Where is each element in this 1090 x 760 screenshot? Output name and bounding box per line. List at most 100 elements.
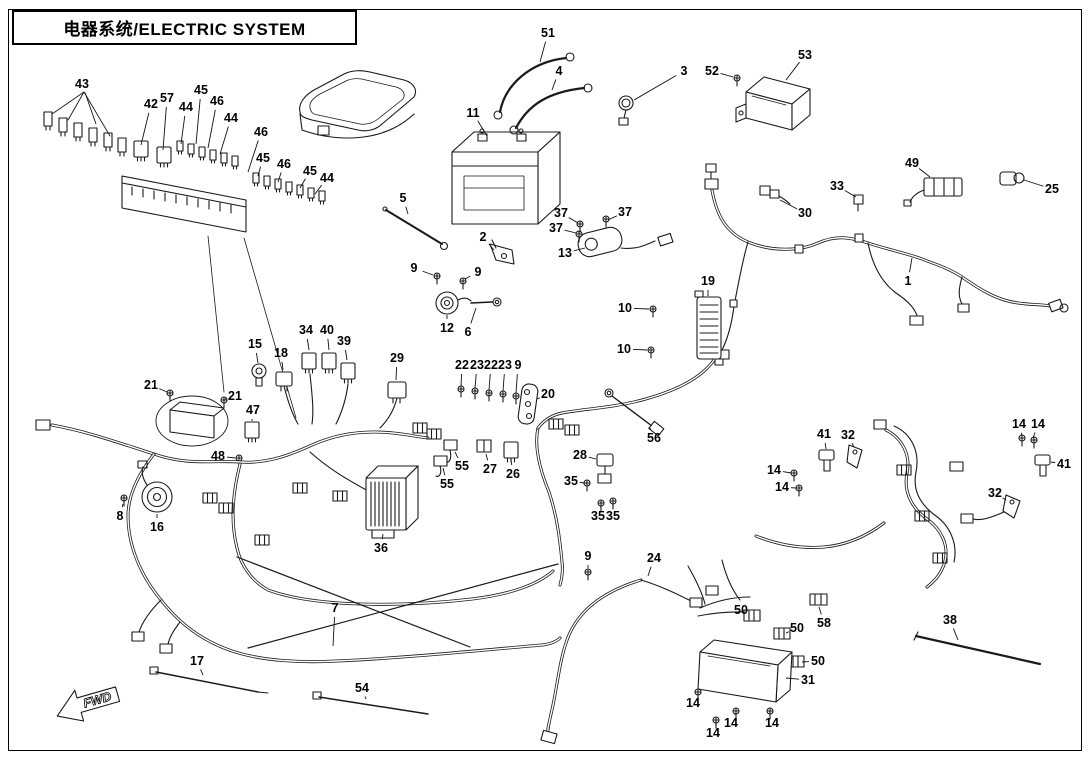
part-label-51: 51 [541,25,555,40]
part-label-6: 6 [464,324,472,339]
part-label-20: 20 [541,386,555,401]
part-label-8: 8 [116,508,124,523]
sensor-41a [818,449,835,472]
stud-6 [470,297,502,307]
part-label-25: 25 [1045,181,1059,196]
part-label-32: 32 [841,427,855,442]
part-label-44: 44 [320,170,334,185]
part-label-36: 36 [374,540,388,555]
part-label-44: 44 [179,99,193,114]
connector-50b [773,627,791,640]
cable-56 [604,388,665,437]
battery-cables [493,52,593,135]
connector-27 [476,439,492,453]
part-label-45: 45 [194,82,208,97]
part-label-18: 18 [274,345,288,360]
part-label-9: 9 [410,260,418,275]
connector-18 [275,371,293,392]
part-label-35: 35 [606,508,620,523]
part-label-16: 16 [150,519,164,534]
cap-25 [999,171,1025,186]
part-label-53: 53 [798,47,812,62]
page-title: 电器系统/ELECTRIC SYSTEM [63,20,306,39]
regulator-19 [694,290,724,366]
part-label-23: 23 [498,357,512,372]
part-label-5: 5 [399,190,407,205]
part-label-41: 41 [1057,456,1071,471]
part-label-37: 37 [554,205,568,220]
connector-55b [433,455,448,477]
connector-49 [903,177,963,207]
cable-tie-54 [312,691,429,715]
part-label-48: 48 [211,448,225,463]
center-harness [35,358,716,664]
part-label-7: 7 [331,600,339,615]
part-label-52: 52 [705,63,719,78]
part-label-15: 15 [248,336,262,351]
part-label-50: 50 [734,602,748,617]
sensor-28 [596,453,614,484]
part-label-31: 31 [801,672,815,687]
part-label-13: 13 [558,245,572,260]
part-label-45: 45 [256,150,270,165]
title-box: 电器系统/ELECTRIC SYSTEM [12,10,357,45]
page-border [8,9,1082,751]
part-label-38: 38 [943,612,957,627]
part-label-22: 22 [455,357,469,372]
part-label-21: 21 [228,388,242,403]
part-label-10: 10 [617,341,631,356]
part-label-9: 9 [584,548,592,563]
part-label-4: 4 [555,63,563,78]
connector-33 [853,194,864,212]
part-label-45: 45 [303,163,317,178]
right-harness [873,419,964,589]
part-label-46: 46 [277,156,291,171]
fuse-box-cover [299,70,417,139]
horn-12 [435,291,472,315]
bracket-20 [517,383,539,425]
part-label-28: 28 [573,447,587,462]
sensor-15 [251,363,267,387]
part-label-2: 2 [479,229,487,244]
part-label-29: 29 [390,350,404,365]
part-label-58: 58 [817,615,831,630]
part-label-35: 35 [564,473,578,488]
cluster-wire [283,385,299,425]
ecu-31 [697,639,793,703]
fwd-arrow: FWD [56,686,121,722]
part-label-19: 19 [701,273,715,288]
part-label-14: 14 [724,715,738,730]
ecu-31-area [687,521,886,729]
part-label-14: 14 [1031,416,1045,431]
relay-box-53 [733,74,811,131]
part-label-55: 55 [440,476,454,491]
cable-24 [540,578,694,745]
part-label-57: 57 [160,90,174,105]
part-label-23: 23 [470,357,484,372]
part-label-14: 14 [706,725,720,740]
part-label-1: 1 [904,273,912,288]
part-label-14: 14 [1012,416,1026,431]
connector-58 [809,593,828,606]
cable-tie-17 [149,666,269,694]
part-label-40: 40 [320,322,334,337]
part-label-37: 37 [549,220,563,235]
part-label-43: 43 [75,76,89,91]
part-label-21: 21 [144,377,158,392]
part-label-46: 46 [210,93,224,108]
connector-50a [743,609,761,622]
battery-clamp [618,95,634,126]
part-label-27: 27 [483,461,497,476]
part-label-14: 14 [686,695,700,710]
part-label-9: 9 [474,264,482,279]
ecu-36 [365,465,419,539]
part-label-32: 32 [988,485,1002,500]
part-label-34: 34 [299,322,313,337]
part-label-26: 26 [506,466,520,481]
fuse-box [43,91,326,419]
part-label-14: 14 [767,462,781,477]
part-label-11: 11 [466,105,480,120]
part-label-49: 49 [905,155,919,170]
